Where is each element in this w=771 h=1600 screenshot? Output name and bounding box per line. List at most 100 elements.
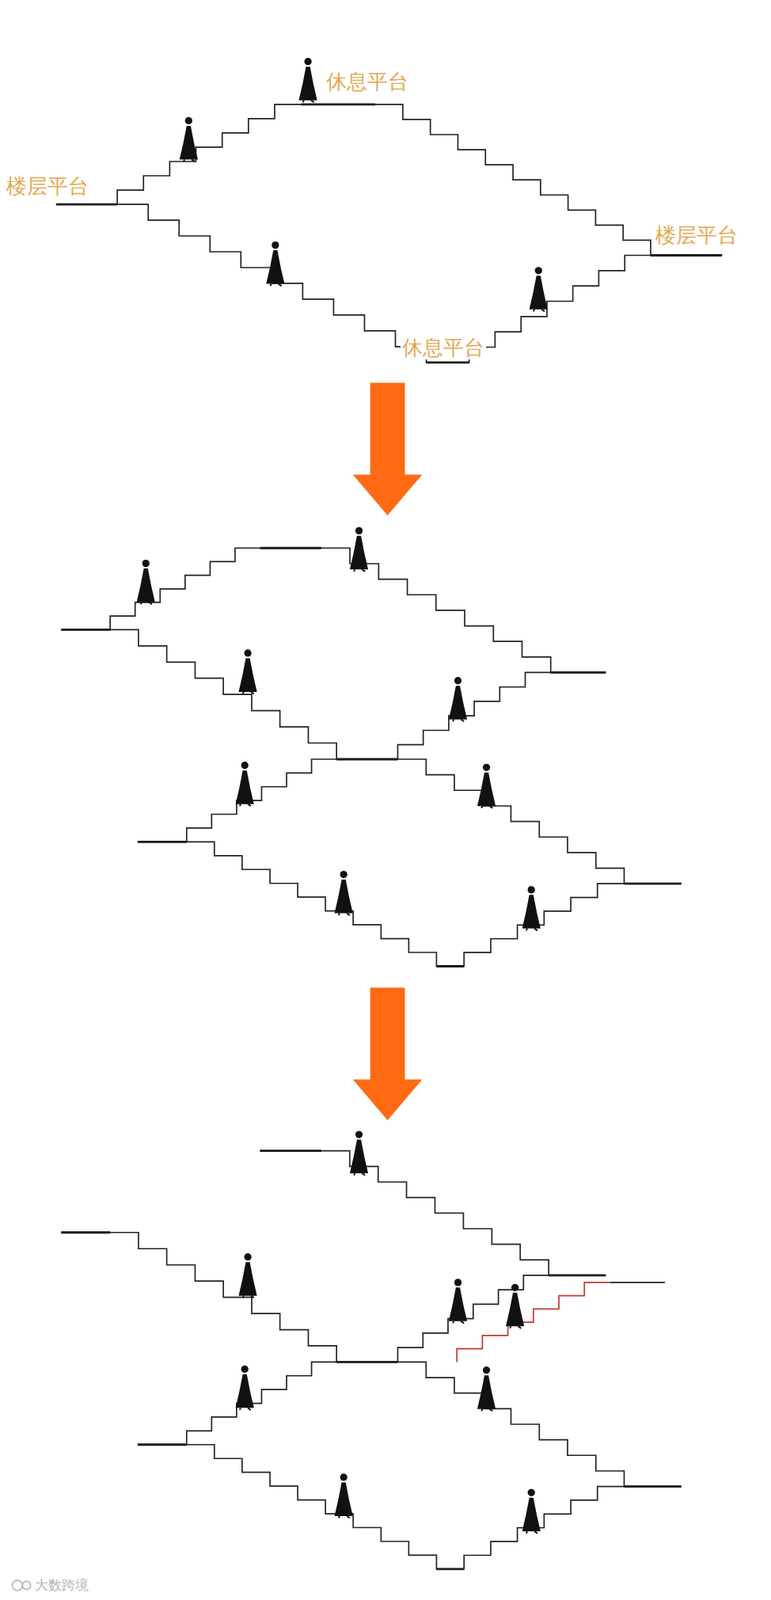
person-figure (265, 241, 285, 286)
stair-flight (56, 104, 722, 256)
person-legs (338, 913, 350, 916)
person-figure (349, 527, 369, 572)
person-body (349, 1139, 369, 1174)
person-figure (448, 676, 468, 722)
person-body (477, 1374, 496, 1410)
person-figure (522, 885, 541, 931)
stair-flight (397, 759, 681, 884)
stair-flight (260, 1150, 607, 1276)
stair-flight (186, 841, 625, 966)
person-figure (477, 763, 496, 809)
platform-label: 楼层平台 (653, 223, 740, 247)
person-figure (334, 870, 354, 916)
person-head (482, 763, 490, 771)
person-legs (526, 928, 538, 931)
person-figure (238, 649, 257, 694)
person-body (505, 1292, 525, 1327)
stair-flight (110, 629, 551, 760)
person-head (243, 1253, 251, 1261)
person-legs (353, 569, 365, 572)
person-figure (522, 1488, 541, 1534)
person-legs (303, 100, 315, 103)
person-head (303, 57, 312, 65)
person-body (235, 1374, 255, 1409)
watermark: 大数跨境 (34, 1576, 89, 1593)
person-body (235, 770, 255, 805)
person-figure (136, 559, 156, 604)
person-head (271, 241, 279, 249)
people-figures (136, 57, 548, 1534)
person-legs (509, 1325, 521, 1329)
platform-label: 休息平台 (324, 69, 411, 94)
person-figure (235, 1365, 255, 1410)
person-legs (452, 1321, 464, 1324)
stair-flight (397, 1361, 681, 1486)
person-head (355, 527, 363, 535)
person-body (265, 250, 285, 285)
person-body (448, 1287, 468, 1322)
person-head (243, 649, 251, 657)
person-head (185, 117, 193, 125)
person-figure (179, 117, 198, 162)
person-head (142, 559, 150, 567)
person-head (241, 1365, 249, 1373)
person-body (349, 535, 369, 570)
person-head (340, 870, 348, 878)
platform-label: 楼层平台 (4, 174, 91, 198)
person-figure (505, 1283, 525, 1329)
person-head (527, 1488, 536, 1497)
person-head (355, 1130, 363, 1138)
person-figure (349, 1130, 369, 1175)
person-figure (298, 57, 317, 103)
person-legs (338, 1515, 350, 1519)
stair-flight (456, 1282, 610, 1362)
person-legs (183, 159, 195, 162)
person-legs (452, 719, 464, 722)
down-arrow (353, 383, 423, 516)
stair-flight (117, 204, 651, 363)
person-head (482, 1366, 490, 1374)
person-legs (481, 1409, 493, 1412)
stair-flight (60, 1232, 549, 1363)
watermark-logo (11, 1579, 23, 1591)
person-head (511, 1283, 519, 1292)
stair-flight (137, 1361, 337, 1444)
person-legs (481, 805, 493, 809)
person-body (529, 275, 548, 310)
person-head (340, 1473, 348, 1481)
stair-flight (609, 1281, 665, 1284)
stair-flight (186, 1444, 625, 1569)
person-legs (243, 691, 255, 695)
person-legs (140, 602, 152, 605)
person-body (334, 879, 354, 914)
person-body (334, 1481, 354, 1516)
person-legs (243, 1295, 255, 1299)
person-body (298, 66, 317, 101)
stair-flight (60, 547, 606, 673)
person-body (448, 685, 468, 720)
person-head (527, 885, 536, 893)
person-head (454, 676, 462, 684)
platform-label: 休息平台 (400, 335, 487, 360)
person-body (238, 657, 257, 692)
person-figure (477, 1366, 496, 1411)
person-legs (239, 1407, 251, 1410)
person-body (238, 1261, 257, 1296)
person-body (522, 1497, 541, 1532)
person-figure (235, 761, 255, 806)
person-figure (238, 1253, 257, 1298)
person-body (522, 894, 541, 929)
person-body (477, 772, 496, 807)
person-legs (239, 804, 251, 807)
down-arrow (353, 987, 423, 1121)
watermark-logo (22, 1580, 31, 1589)
person-body (136, 568, 156, 603)
person-figure (448, 1278, 468, 1323)
person-figure (529, 266, 548, 312)
person-legs (353, 1173, 365, 1176)
person-legs (269, 284, 282, 287)
person-head (454, 1278, 462, 1286)
person-figure (334, 1473, 354, 1518)
person-legs (526, 1530, 538, 1534)
